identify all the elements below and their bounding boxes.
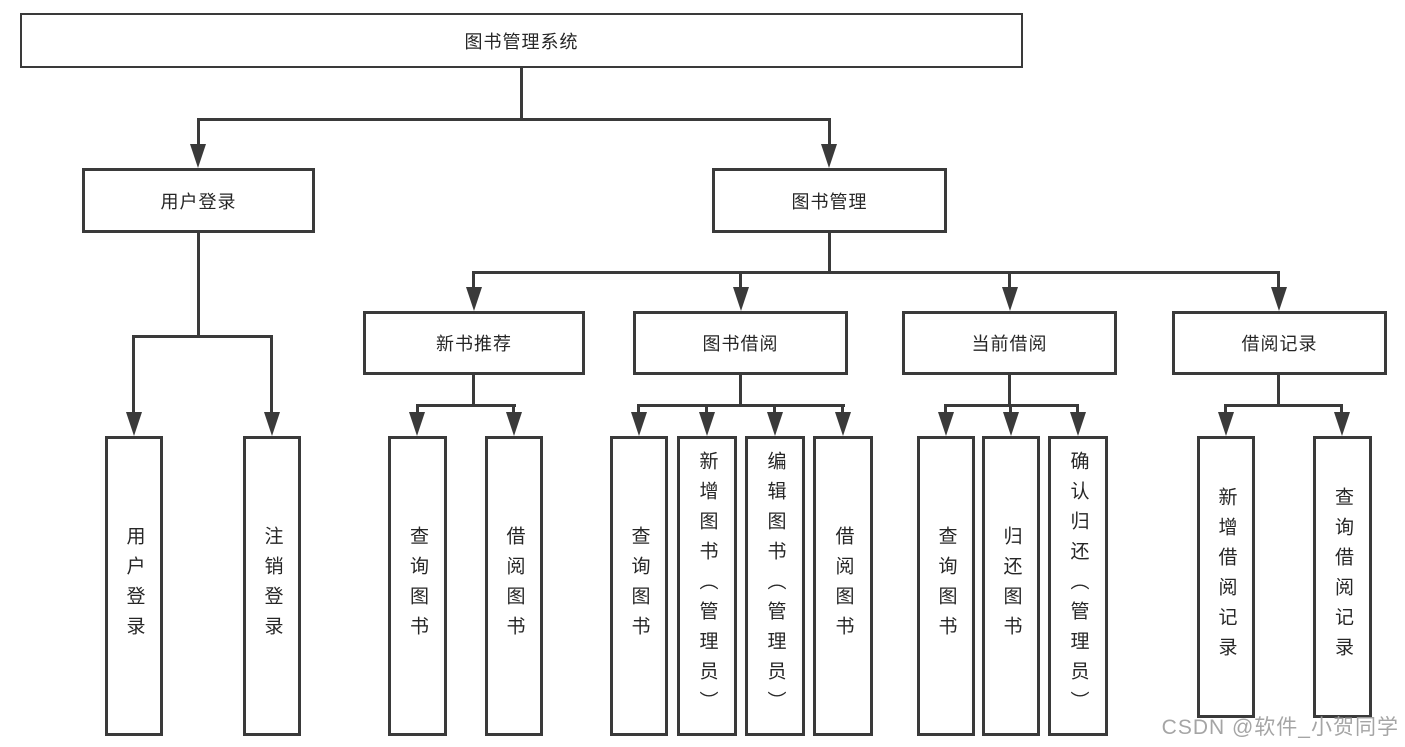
leaf-label: 用户登录 (123, 526, 145, 646)
leaf-confirm-return-admin: 确认归还（管理员） (1048, 436, 1108, 736)
leaf-label: 编辑图书（管理员） (764, 451, 786, 721)
connector-arrowhead (631, 412, 647, 436)
leaf-label: 注销登录 (261, 526, 283, 646)
connector-arrowhead (1218, 412, 1234, 436)
node-label: 借阅记录 (1241, 334, 1318, 354)
connector-arrowhead (506, 412, 522, 436)
connector-arrowhead (466, 287, 482, 311)
connector-arrowhead (264, 412, 280, 436)
leaf-label: 查询图书 (935, 526, 957, 646)
node-label: 用户登录 (160, 191, 237, 212)
connector-line (416, 404, 516, 407)
leaf-query-books-recommend: 查询图书 (388, 436, 447, 736)
connector-line (132, 335, 135, 414)
connector-line (1224, 404, 1343, 407)
connector-line (841, 404, 844, 414)
node-book-borrowing: 图书借阅 (633, 311, 848, 375)
connector-line (416, 404, 419, 414)
connector-line (637, 404, 640, 414)
watermark: CSDN @软件_小贺同学 (1161, 716, 1399, 739)
connector-arrowhead (767, 412, 783, 436)
node-library-management-system: 图书管理系统 (20, 13, 1023, 68)
connector-line (739, 271, 742, 289)
connector-line (1277, 271, 1280, 289)
node-label: 图书管理系统 (464, 31, 579, 52)
connector-arrowhead (1271, 287, 1287, 311)
connector-arrowhead (835, 412, 851, 436)
connector-line (520, 67, 523, 120)
connector-line (1224, 404, 1227, 414)
connector-arrowhead (1002, 287, 1018, 311)
connector-line (773, 404, 776, 414)
leaf-add-book-admin: 新增图书（管理员） (677, 436, 737, 736)
node-new-book-recommendation: 新书推荐 (363, 311, 585, 375)
connector-line (197, 118, 831, 121)
leaf-return-books: 归还图书 (982, 436, 1040, 736)
connector-arrowhead (699, 412, 715, 436)
connector-line (197, 118, 200, 146)
leaf-label: 新增图书（管理员） (696, 451, 718, 721)
connector-arrowhead (126, 412, 142, 436)
leaf-label: 归还图书 (1000, 526, 1022, 646)
connector-line (944, 404, 947, 414)
connector-arrowhead (821, 144, 837, 168)
leaf-label: 借阅图书 (832, 526, 854, 646)
node-user-login: 用户登录 (82, 168, 315, 233)
connector-line (472, 271, 1280, 274)
connector-line (472, 375, 475, 406)
connector-arrowhead (1334, 412, 1350, 436)
leaf-query-books-current: 查询图书 (917, 436, 975, 736)
connector-line (1009, 404, 1012, 414)
connector-line (1277, 375, 1280, 406)
leaf-user-login: 用户登录 (105, 436, 163, 736)
connector-line (739, 375, 742, 406)
connector-arrowhead (190, 144, 206, 168)
connector-line (132, 335, 273, 338)
leaf-borrow-books-recommend: 借阅图书 (485, 436, 543, 736)
connector-line (705, 404, 708, 414)
connector-arrowhead (409, 412, 425, 436)
leaf-label: 确认归还（管理员） (1067, 451, 1089, 721)
node-label: 图书管理 (791, 191, 868, 212)
leaf-label: 查询图书 (628, 526, 650, 646)
node-label: 新书推荐 (436, 334, 512, 354)
connector-arrowhead (938, 412, 954, 436)
node-label: 当前借阅 (971, 334, 1048, 354)
connector-line (270, 335, 273, 414)
leaf-label: 借阅图书 (503, 526, 525, 646)
leaf-query-borrow-record: 查询借阅记录 (1313, 436, 1372, 718)
connector-line (1076, 404, 1079, 414)
connector-line (512, 404, 515, 414)
connector-line (637, 404, 845, 407)
leaf-label: 查询图书 (407, 526, 428, 646)
connector-line (1008, 271, 1011, 289)
leaf-query-books-borrowing: 查询图书 (610, 436, 668, 736)
connector-line (1008, 375, 1011, 406)
connector-arrowhead (733, 287, 749, 311)
leaf-edit-book-admin: 编辑图书（管理员） (745, 436, 805, 736)
leaf-borrow-books: 借阅图书 (813, 436, 873, 736)
connector-line (828, 118, 831, 146)
node-book-management: 图书管理 (712, 168, 947, 233)
connector-line (472, 271, 475, 289)
node-borrowing-records: 借阅记录 (1172, 311, 1387, 375)
leaf-logout: 注销登录 (243, 436, 301, 736)
connector-line (828, 233, 831, 273)
connector-arrowhead (1070, 412, 1086, 436)
node-current-borrowing: 当前借阅 (902, 311, 1117, 375)
connector-line (197, 233, 200, 337)
leaf-label: 查询借阅记录 (1332, 487, 1353, 667)
leaf-label: 新增借阅记录 (1215, 487, 1237, 667)
connector-line (1340, 404, 1343, 414)
node-label: 图书借阅 (702, 334, 779, 354)
connector-arrowhead (1003, 412, 1019, 436)
leaf-add-borrow-record: 新增借阅记录 (1197, 436, 1255, 718)
